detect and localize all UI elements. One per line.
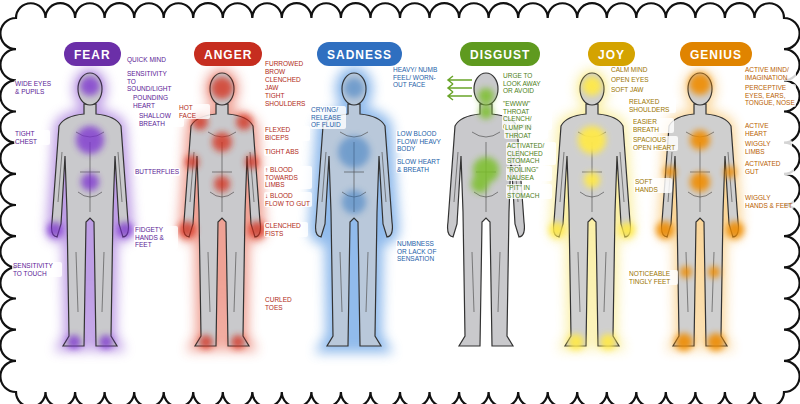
body-annotation: SENSITIVITY TO SOUND/LIGHT [126, 70, 178, 93]
body-annotation: POUNDING HEART [132, 94, 176, 109]
body-annotation: SOFT JAW [610, 86, 645, 94]
body-lines [322, 132, 386, 312]
genius-figure [656, 73, 744, 351]
body-annotation: ACTIVATED/ CLENCHED STOMACH [506, 142, 556, 165]
body-glow [554, 73, 631, 346]
body-annotation: FURROWED BROW [264, 60, 314, 75]
title-text: DISGUST [470, 48, 530, 62]
body-glow [662, 73, 739, 346]
look-away-arrows [448, 76, 472, 100]
body-annotation: FLEXED BICEPS [264, 126, 310, 141]
emotion-title: DISGUST [460, 42, 540, 66]
title-text: ANGER [204, 48, 252, 62]
body-annotation: ACTIVE HEART [744, 122, 792, 137]
hotspots [178, 77, 266, 349]
thought-cloud [0, 3, 799, 404]
body-annotation: CURLED TOES [264, 296, 310, 311]
body-annotation: CALM MIND [610, 66, 648, 74]
body-annotation: SPACIOUS OPEN HEART [632, 136, 678, 151]
hotspots [338, 78, 370, 214]
body-lines [560, 132, 624, 312]
body-annotation: SENSITIVITY TO TOUCH [12, 262, 62, 277]
body-annotation: QUICK MIND [126, 56, 167, 64]
body-outline [554, 73, 631, 346]
anger-figure [178, 73, 266, 349]
body-annotation: EASIER BREATH [632, 118, 674, 133]
body-annotation: SLOW HEART & BREATH [396, 158, 444, 173]
emotion-title: ANGER [194, 42, 262, 66]
body-annotation: CLENCHED FISTS [264, 222, 308, 237]
body-annotation: "PIT" IN STOMACH [506, 184, 552, 199]
body-annotation: ACTIVE MIND/ IMAGINATION [744, 66, 796, 81]
body-annotation: FIDGETY HANDS & FEET [134, 226, 178, 249]
body-annotation: WIGGLY LIMBS [744, 140, 792, 155]
body-annotation: URGE TO LOOK AWAY OR AVOID [502, 72, 550, 95]
body-lines [58, 132, 122, 312]
body-annotation: LOW BLOOD FLOW/ HEAVY BODY [396, 130, 444, 153]
body-annotation: "ROILING" NAUSEA [506, 166, 552, 181]
body-annotation: HEAVY/ NUMB FEEL/ WORN-OUT FACE [392, 66, 440, 89]
body-annotation: OPEN EYES [610, 76, 650, 84]
body-annotation: CRYING/ RELEASE OF FLUID [310, 106, 346, 129]
body-annotation: ↓ BLOOD FLOW TO GUT [264, 192, 312, 207]
emotion-title: GENIUS [680, 42, 752, 66]
body-annotation: BUTTERFLIES [134, 168, 180, 176]
title-text: JOY [598, 48, 625, 62]
body-annotation: NOTICEABLE TINGLY FEET [628, 270, 678, 285]
fear-figure [47, 73, 133, 349]
body-annotation: ↑ BLOOD TOWARDS LIMBS [264, 166, 312, 189]
body-annotation: LUMP IN THROAT [504, 124, 548, 139]
body-lines [668, 132, 732, 312]
body-annotation: PERCEPTIVE EYES, EARS, TONGUE, NOSE [744, 84, 796, 107]
hotspots [656, 73, 744, 351]
joy-figure [549, 73, 635, 350]
emotion-title: SADNESS [317, 42, 402, 66]
body-outline [662, 73, 739, 346]
body-annotation: SOFT HANDS [634, 178, 672, 193]
body-annotation: CLENCHED JAW [264, 76, 312, 91]
body-annotation: TIGHT CHEST [14, 130, 50, 145]
hotspots [549, 76, 635, 350]
emotion-title: FEAR [64, 42, 121, 66]
title-text: SADNESS [327, 48, 392, 62]
hotspots [471, 88, 499, 193]
body-glow [52, 73, 129, 346]
body-annotation: NUMBNESS OR LACK OF SENSATION [396, 240, 446, 263]
title-text: FEAR [74, 48, 111, 62]
hotspots [47, 76, 133, 349]
body-annotation: WIGGLY HANDS & FEET [744, 194, 794, 209]
body-annotation: HOT FACE [178, 104, 210, 119]
body-annotation: WIDE EYES & PUPILS [14, 80, 58, 95]
body-lines [190, 132, 254, 312]
body-annotation: TIGHT ABS [264, 148, 300, 156]
body-annotation: TIGHT SHOULDERS [264, 92, 312, 107]
body-annotation: RELAXED SHOULDERS [628, 98, 676, 113]
body-outline [52, 73, 129, 346]
emotion-title: JOY [588, 42, 635, 66]
body-annotation: ACTIVATED GUT [744, 160, 794, 175]
title-text: GENIUS [690, 48, 742, 62]
